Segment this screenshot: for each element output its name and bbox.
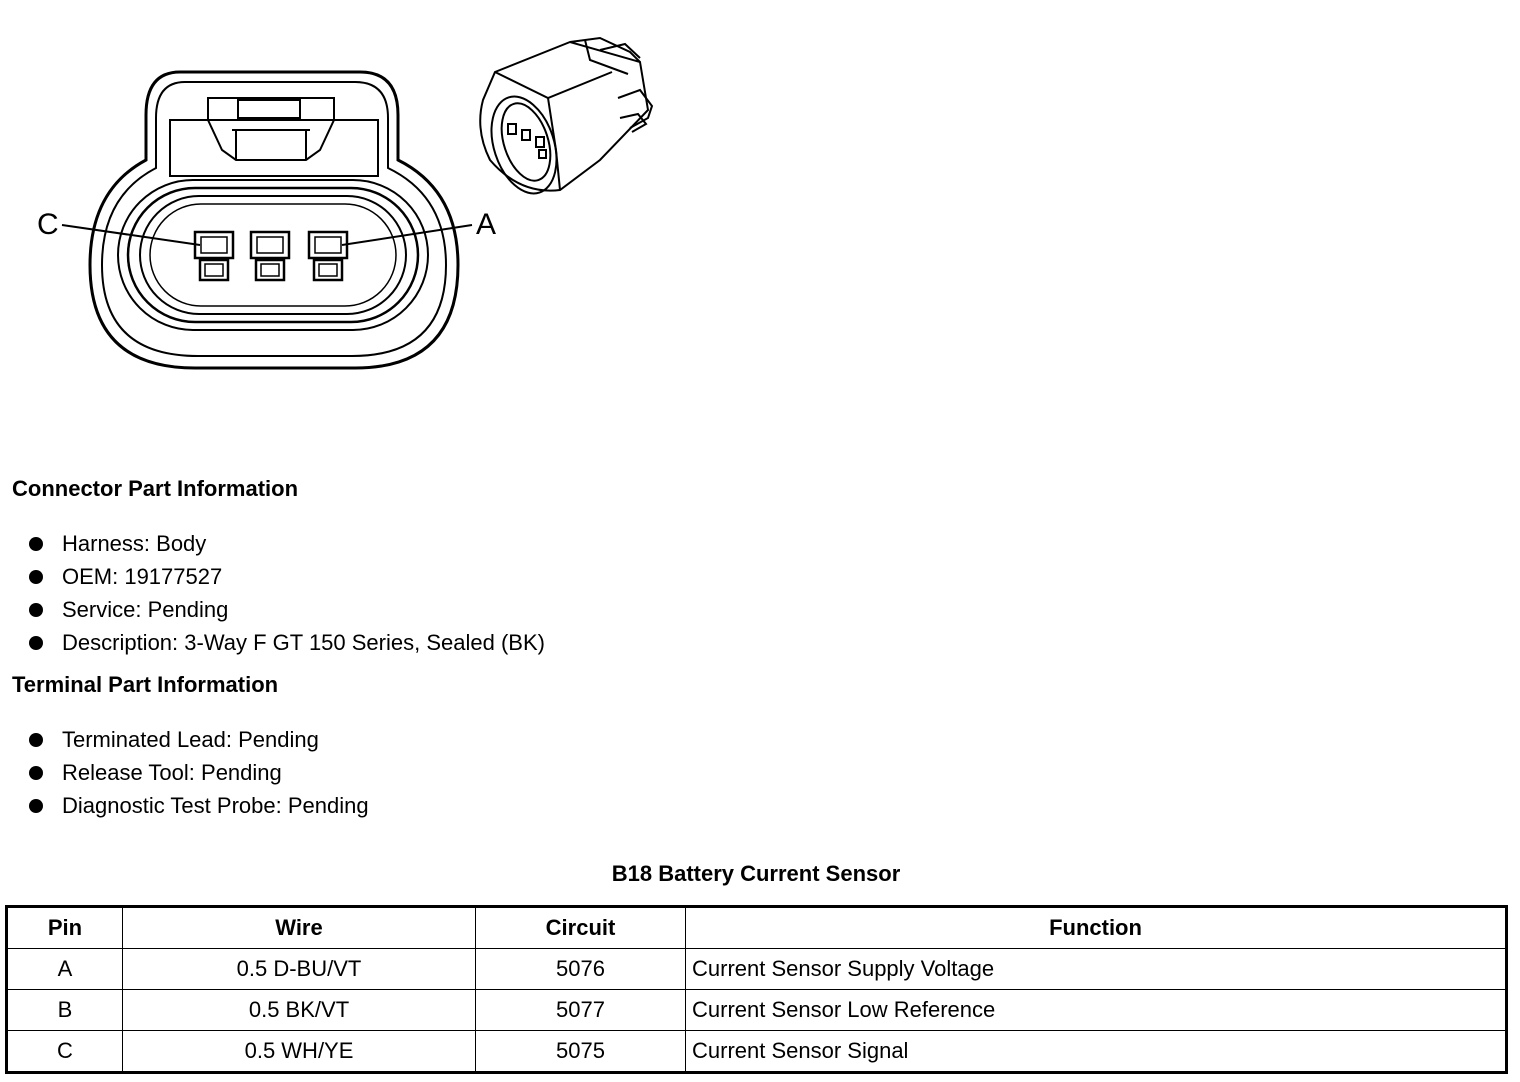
bullet-icon [29, 766, 43, 780]
cell-circuit: 5076 [475, 948, 686, 990]
list-item-text: Description: 3-Way F GT 150 Series, Seal… [62, 630, 545, 655]
terminal-info-heading: Terminal Part Information [12, 672, 279, 697]
cell-function: Current Sensor Signal [685, 1030, 1507, 1073]
bullet-icon [29, 799, 43, 813]
cell-function: Current Sensor Supply Voltage [685, 948, 1507, 990]
list-item: Description: 3-Way F GT 150 Series, Seal… [28, 626, 545, 659]
table-header-row: Pin Wire Circuit Function [6, 906, 1507, 949]
connector-info-heading: Connector Part Information [12, 476, 299, 501]
column-header-wire: Wire [122, 906, 476, 949]
list-item-text: Service: Pending [62, 597, 229, 622]
cell-pin: C [6, 1030, 123, 1073]
bullet-icon [29, 537, 43, 551]
column-header-circuit: Circuit [475, 906, 686, 949]
cell-pin: B [6, 989, 123, 1031]
terminal-info-list: Terminated Lead: Pending Release Tool: P… [28, 723, 369, 822]
cell-function: Current Sensor Low Reference [685, 989, 1507, 1031]
list-item-text: Diagnostic Test Probe: Pending [62, 793, 369, 818]
cell-wire: 0.5 D-BU/VT [122, 948, 476, 990]
bullet-icon [29, 570, 43, 584]
connector-info-list: Harness: Body OEM: 19177527 Service: Pen… [28, 527, 545, 659]
column-header-pin: Pin [6, 906, 123, 949]
table-row: C 0.5 WH/YE 5075 Current Sensor Signal [6, 1030, 1507, 1073]
bullet-icon [29, 603, 43, 617]
cell-pin: A [6, 948, 123, 990]
list-item-text: Release Tool: Pending [62, 760, 282, 785]
list-item-text: Terminated Lead: Pending [62, 727, 319, 752]
cell-circuit: 5077 [475, 989, 686, 1031]
cell-wire: 0.5 WH/YE [122, 1030, 476, 1073]
bullet-icon [29, 733, 43, 747]
list-item: OEM: 19177527 [28, 560, 545, 593]
pinout-table: Pin Wire Circuit Function A 0.5 D-BU/VT … [5, 905, 1508, 1074]
pin-label-a: A [476, 208, 497, 241]
connector-3d-view [479, 36, 654, 195]
list-item: Terminated Lead: Pending [28, 723, 369, 756]
bullet-icon [29, 636, 43, 650]
connector-diagram [61, 36, 654, 370]
column-header-function: Function [685, 906, 1507, 949]
list-item-text: Harness: Body [62, 531, 207, 556]
pin-label-c: C [37, 208, 59, 241]
list-item-text: OEM: 19177527 [62, 564, 223, 589]
table-row: A 0.5 D-BU/VT 5076 Current Sensor Supply… [6, 948, 1507, 990]
connector-face-view [61, 70, 473, 370]
list-item: Service: Pending [28, 593, 545, 626]
list-item: Diagnostic Test Probe: Pending [28, 789, 369, 822]
cell-wire: 0.5 BK/VT [122, 989, 476, 1031]
list-item: Release Tool: Pending [28, 756, 369, 789]
table-title: B18 Battery Current Sensor [611, 861, 901, 886]
list-item: Harness: Body [28, 527, 545, 560]
cell-circuit: 5075 [475, 1030, 686, 1073]
table-row: B 0.5 BK/VT 5077 Current Sensor Low Refe… [6, 989, 1507, 1031]
